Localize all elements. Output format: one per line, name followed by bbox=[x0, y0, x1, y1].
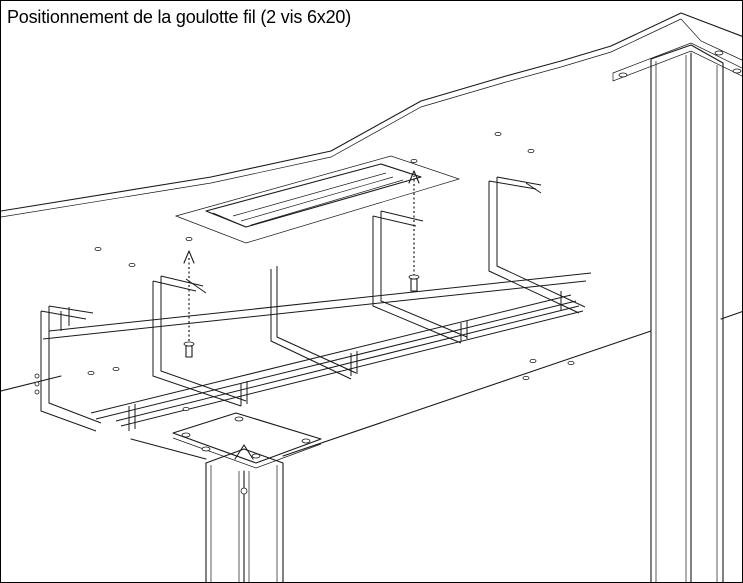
right-leg bbox=[612, 42, 742, 582]
screw-left bbox=[183, 250, 195, 358]
cable-grommet-plate bbox=[174, 155, 461, 244]
front-leg bbox=[172, 412, 322, 582]
wire-cable-tray bbox=[40, 176, 592, 432]
table-top bbox=[1, 12, 742, 460]
diagram-caption: Positionnement de la goulotte fil (2 vis… bbox=[7, 7, 351, 27]
screw-right bbox=[408, 170, 420, 292]
mounting-holes bbox=[34, 131, 575, 411]
